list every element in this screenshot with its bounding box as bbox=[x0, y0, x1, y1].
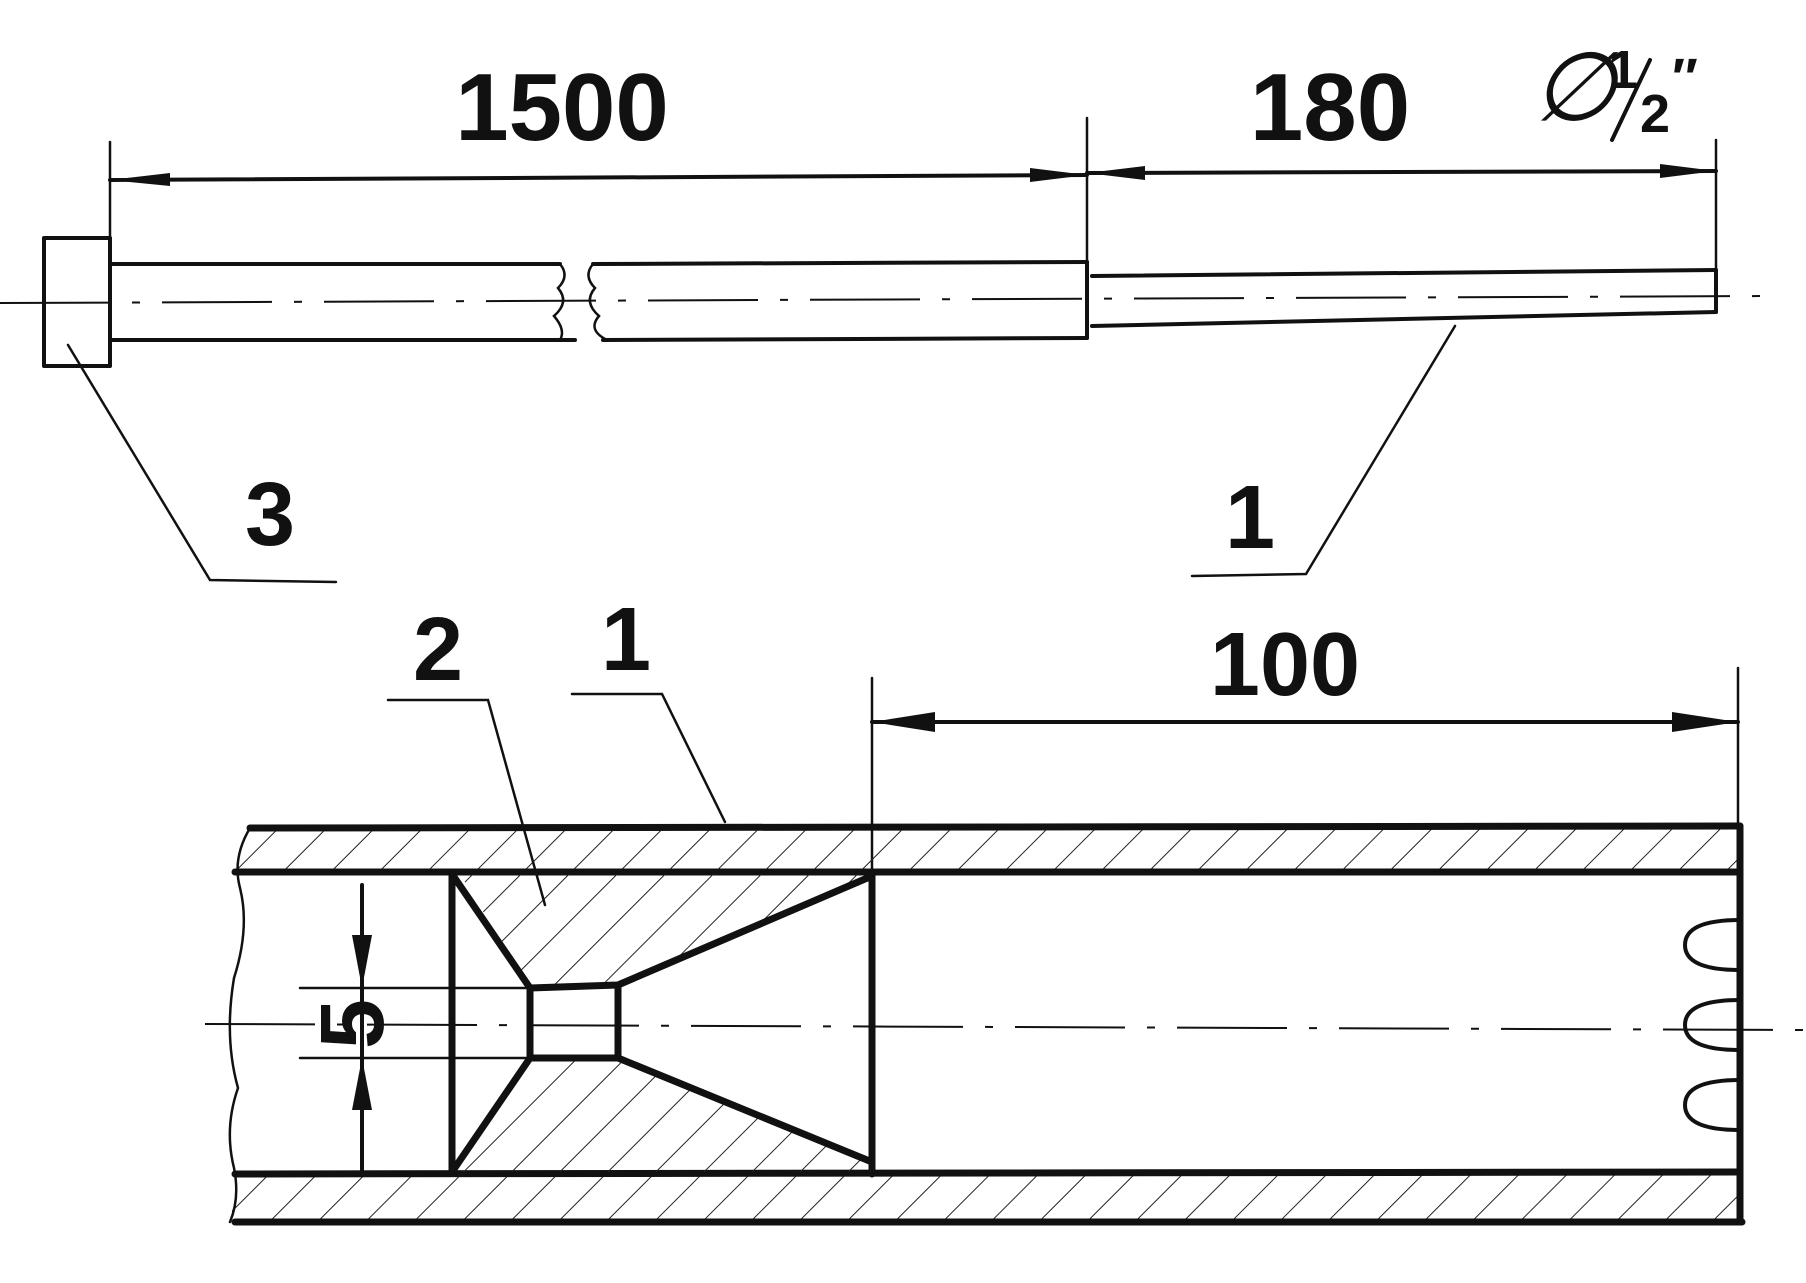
dimension-1500: 1500 bbox=[108, 54, 1089, 364]
pipe-wall-bottom bbox=[231, 1168, 1746, 1226]
callout-1-top: 1 bbox=[1190, 324, 1457, 578]
diameter-label: ∅ 1 2 ″ bbox=[1532, 34, 1698, 144]
dimension-5: 5 bbox=[298, 883, 532, 1177]
detail-view: 100 bbox=[204, 590, 1806, 1226]
diameter-denominator: 2 bbox=[1640, 84, 1670, 144]
dim-label-180: 180 bbox=[1250, 54, 1410, 161]
detail-centerline bbox=[204, 1023, 1806, 1031]
diameter-symbol: ∅ bbox=[1532, 34, 1620, 141]
dim-label-5: 5 bbox=[303, 999, 403, 1049]
dim-label-100: 100 bbox=[1210, 615, 1360, 715]
pipe-end-threads bbox=[1683, 822, 1744, 1226]
main-pipe bbox=[108, 260, 1089, 342]
pipe-wall-top bbox=[231, 822, 1744, 876]
diameter-numerator: 1 bbox=[1608, 40, 1638, 100]
callout-label-2: 2 bbox=[413, 600, 463, 700]
callout-label-3: 3 bbox=[245, 465, 295, 565]
break-line-left bbox=[228, 826, 252, 1224]
nozzle-tube bbox=[1090, 268, 1718, 328]
callout-label-1-top: 1 bbox=[1225, 468, 1275, 568]
callout-1-detail: 1 bbox=[570, 590, 727, 824]
callout-3: 3 bbox=[66, 343, 338, 584]
callout-label-1-detail: 1 bbox=[601, 590, 651, 690]
insert-cone bbox=[448, 868, 876, 1178]
dimension-100: 100 bbox=[870, 615, 1740, 874]
top-centerline bbox=[0, 295, 1776, 304]
top-view: 1500 180 ∅ 1 2 ″ bbox=[0, 34, 1776, 584]
dim-label-1500: 1500 bbox=[455, 54, 669, 161]
diameter-inch-mark: ″ bbox=[1672, 48, 1698, 108]
dimension-180: 180 bbox=[1085, 54, 1718, 302]
callout-2: 2 bbox=[386, 600, 547, 907]
